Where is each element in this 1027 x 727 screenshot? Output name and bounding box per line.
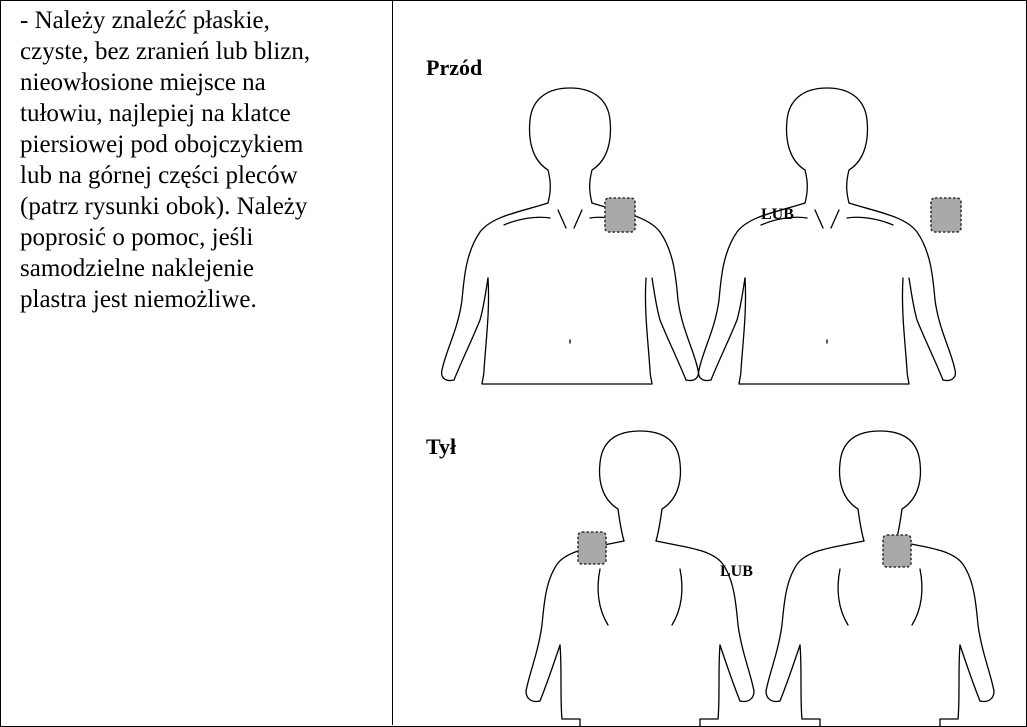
patch-back-left [578, 532, 606, 564]
back-figure-left [526, 431, 754, 727]
front-figure-left [442, 88, 699, 384]
front-figure-right [699, 88, 961, 384]
back-figure-right [766, 431, 994, 727]
patch-front-right [931, 198, 961, 232]
patch-front-left [605, 198, 635, 232]
patch-back-right [883, 535, 911, 567]
